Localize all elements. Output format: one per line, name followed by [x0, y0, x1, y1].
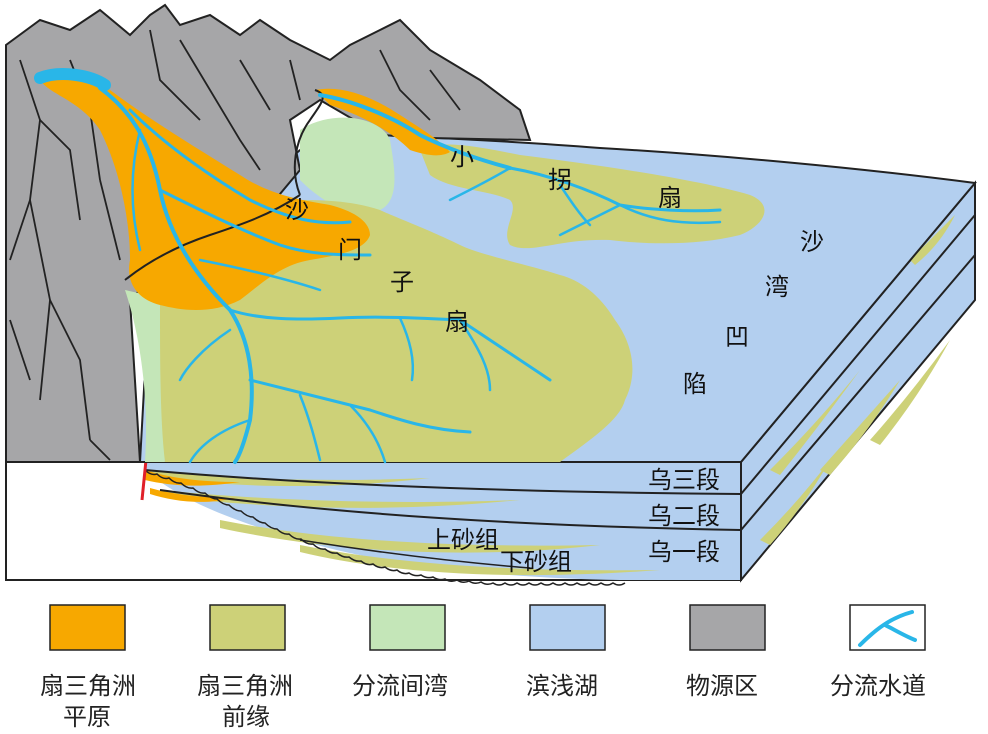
side-fan-lens	[760, 460, 830, 545]
channel-icon	[858, 610, 917, 647]
legend-label-source-area: 物源区	[686, 672, 758, 700]
label-shamenzi-1: 沙	[285, 196, 309, 224]
distributary-channels	[34, 68, 722, 464]
legend-swatch-fan-front	[209, 604, 286, 651]
legend-swatch-shallow-lake	[529, 604, 606, 651]
legend-item-interdistributary-bay: 分流间湾	[352, 604, 448, 700]
fault-line	[140, 459, 148, 501]
section-orange-lens	[145, 470, 240, 486]
shamenzi-fan-plain	[40, 74, 370, 310]
section-fan-lens	[300, 545, 660, 576]
label-shawan-3: 凹	[725, 323, 749, 351]
legend-item-distributary-channel: 分流水道	[830, 604, 926, 700]
legend-item-shallow-lake: 滨浅湖	[526, 604, 606, 700]
upper-lower-sand-line	[299, 539, 531, 569]
legend-swatch-source-area	[689, 604, 766, 651]
cross-section-side	[740, 180, 976, 583]
legend-item-fan-front: 扇三角洲 前缘	[197, 604, 293, 731]
label-xiaoguai-2: 拐	[548, 166, 572, 194]
section-labels: 乌三段 乌二段 乌一段 上砂组 下砂组	[427, 466, 720, 576]
xiaoguai-fan-plain	[315, 88, 450, 156]
label-shamenzi-3: 子	[390, 268, 414, 296]
section-fan-lens	[220, 520, 600, 553]
legend-swatch-fan-plain	[49, 604, 126, 651]
wu2-base-line	[159, 489, 742, 531]
wu3-base-line	[144, 469, 742, 495]
map-labels: 小 拐 扇 沙 门 子 扇 沙 湾 凹 陷	[285, 143, 824, 398]
side-fan-lens	[770, 370, 860, 475]
label-xiaoguai-3: 扇	[658, 184, 682, 212]
label-shawan-2: 湾	[765, 273, 789, 301]
legend-label-shallow-lake: 滨浅湖	[526, 672, 598, 700]
label-shamenzi-4: 扇	[445, 308, 469, 336]
cross-section-front	[5, 459, 742, 586]
legend-label-fan-front-2: 前缘	[222, 703, 270, 731]
side-fan-lens	[870, 340, 950, 445]
label-shawan-1: 沙	[800, 228, 824, 256]
legend-label-fan-plain-2: 平原	[63, 703, 111, 731]
legend-swatch-interdistributary-bay	[369, 604, 446, 651]
legend-label-distributary-channel: 分流水道	[830, 672, 926, 700]
legend-label-fan-front-1: 扇三角洲	[197, 672, 293, 700]
legend-label-interdistributary-bay: 分流间湾	[352, 672, 448, 700]
legend-label-fan-plain-1: 扇三角洲	[40, 672, 136, 700]
interdistributary-bay	[300, 117, 395, 213]
legend-item-fan-plain: 扇三角洲 平原	[40, 604, 136, 731]
interdistributary-bay-west	[125, 290, 170, 462]
unconformity-line	[144, 469, 626, 586]
label-shawan-4: 陷	[683, 370, 707, 398]
label-xiaoguai-1: 小	[450, 143, 474, 171]
label-shamenzi-2: 门	[338, 236, 362, 264]
label-lower-sand: 下砂组	[500, 548, 572, 576]
label-wu3: 乌三段	[648, 466, 720, 494]
label-upper-sand: 上砂组	[427, 526, 499, 554]
label-wu2: 乌二段	[648, 502, 720, 530]
side-fan-lens	[820, 380, 900, 475]
label-wu1: 乌一段	[648, 538, 720, 566]
section-fan-lens	[160, 490, 520, 508]
side-fan-lens	[910, 215, 955, 265]
legend-item-source-area: 物源区	[686, 604, 766, 700]
legend: 扇三角洲 平原 扇三角洲 前缘 分流间湾 滨浅湖 物源区 分流水道	[40, 604, 926, 731]
